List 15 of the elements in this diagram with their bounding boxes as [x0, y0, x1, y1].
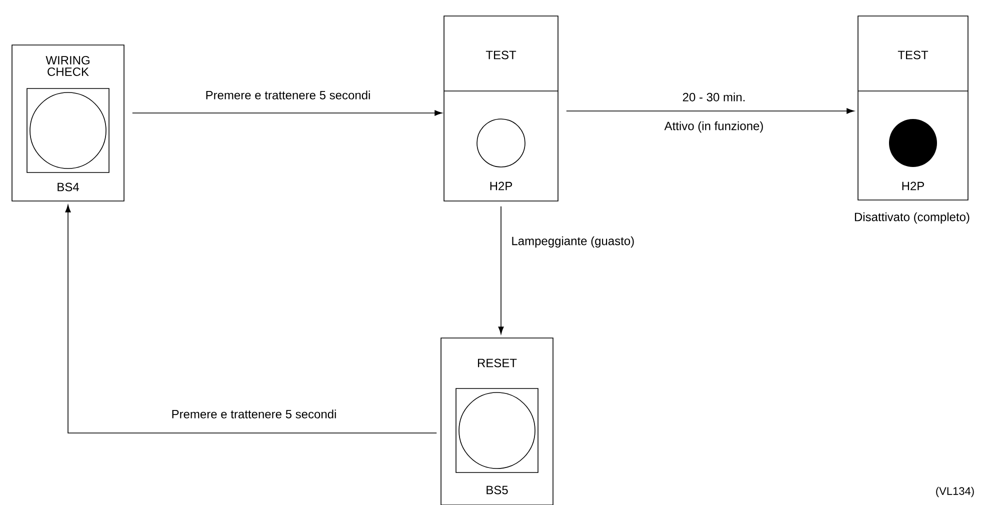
edge-label: Lampeggiante (guasto) [510, 235, 636, 249]
control-panel: WIRING CHECK BS4 [12, 44, 124, 202]
control-panel: RESET BS5 [440, 338, 554, 505]
arrow [498, 206, 504, 334]
status-caption: Attivo (in funzione) [663, 120, 765, 134]
edge-label: 20 - 30 min. [681, 92, 747, 102]
arrow [566, 108, 854, 114]
edge-label: Premere e trattenere 5 secondi [170, 408, 338, 420]
figure-code: (VL134) [934, 486, 976, 498]
edge-label: Premere e trattenere 5 secondi [204, 90, 372, 100]
status-caption: Disattivato (completo) [854, 212, 970, 224]
control-panel: TEST H2P [858, 16, 968, 200]
arrow [132, 110, 442, 116]
arrow [65, 204, 437, 434]
control-panel: TEST H2P [444, 16, 558, 202]
